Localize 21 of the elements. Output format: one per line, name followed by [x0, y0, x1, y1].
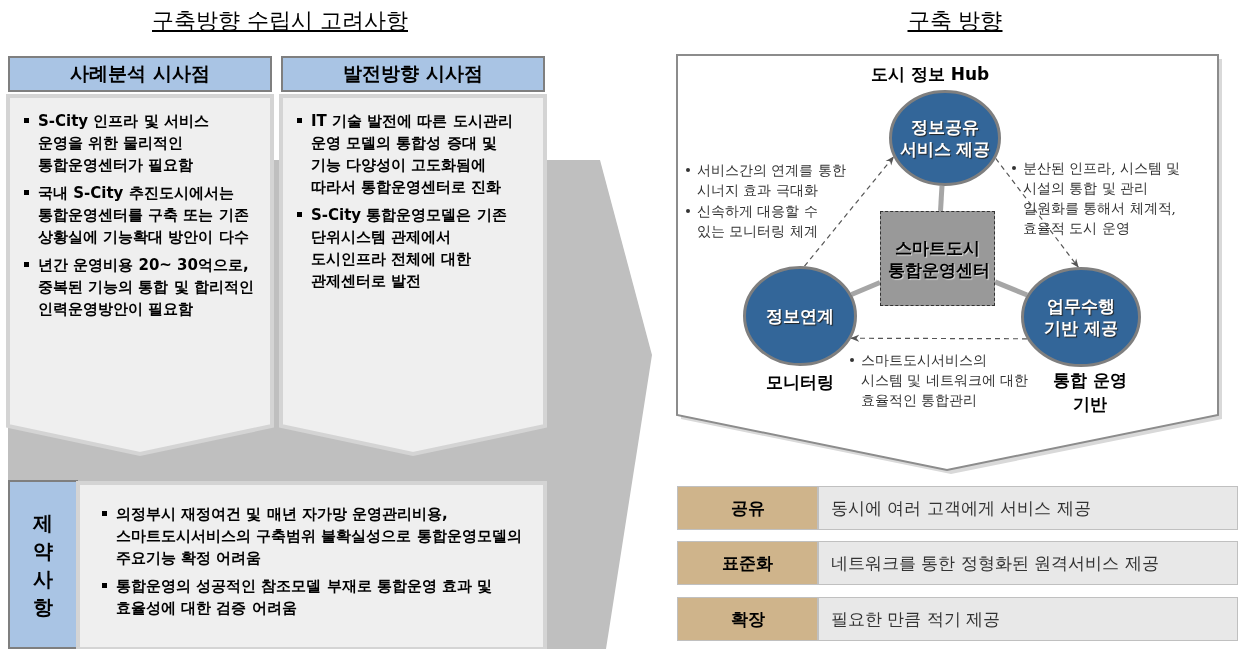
value-cell: 네트워크를 통한 정형화된 원격서비스 제공	[818, 541, 1238, 585]
bullet-text: S-City 인프라 및 서비스 운영을 위한 물리적인 통합운영센터가 필요함	[38, 112, 209, 174]
key-cell: 표준화	[677, 541, 818, 585]
value-cell: 필요한 만큼 적기 제공	[818, 597, 1238, 641]
key-cell: 공유	[677, 486, 818, 530]
text-panel	[78, 483, 545, 649]
bullet-text: S-City 통합운영모델은 기존 단위시스템 관제에서 도시인프라 전체에 대한 관제센터로 발전	[311, 206, 507, 290]
bullet-text: 통합운영의 성공적인 참조모델 부재로 통합운영 효과 및 효율성에 대한 검증 어려움	[116, 577, 493, 617]
bullet-text: 국내 S-City 추진도시에서는 통합운영센터를 구축 또는 기존 상황실에 기능확대 방안이 다수	[38, 184, 249, 246]
section-title: 구축 방향	[906, 7, 1004, 35]
header-box: 발전방향 시사점	[281, 56, 545, 92]
text-panel	[8, 96, 272, 454]
section-title: 구축방향 수립시 고려사항	[151, 7, 409, 35]
value-cell: 동시에 여러 고객에게 서비스 제공	[818, 486, 1238, 530]
bullet-text: IT 기술 발전에 따른 도시관리 운영 모델의 통합성 증대 및 기능 다양성이 고도화됨에 따라서 통합운영센터로 진화	[311, 112, 513, 196]
key-cell: 확장	[677, 597, 818, 641]
header-box: 제약사항	[8, 480, 78, 649]
header-box: 사례분석 시사점	[8, 56, 272, 92]
bullet-text: 년간 운영비용 20~ 30억으로, 중복된 기능의 통합 및 합리적인 인력운영방안이 필요함	[38, 256, 254, 318]
text-panel	[281, 96, 545, 454]
bullet-text: 의정부시 재정여건 및 매년 자가망 운영관리비용, 스마트도시서비스의 구축범위 불확실성으로 통합운영모델의 주요기능 확정 어려움	[116, 505, 522, 567]
